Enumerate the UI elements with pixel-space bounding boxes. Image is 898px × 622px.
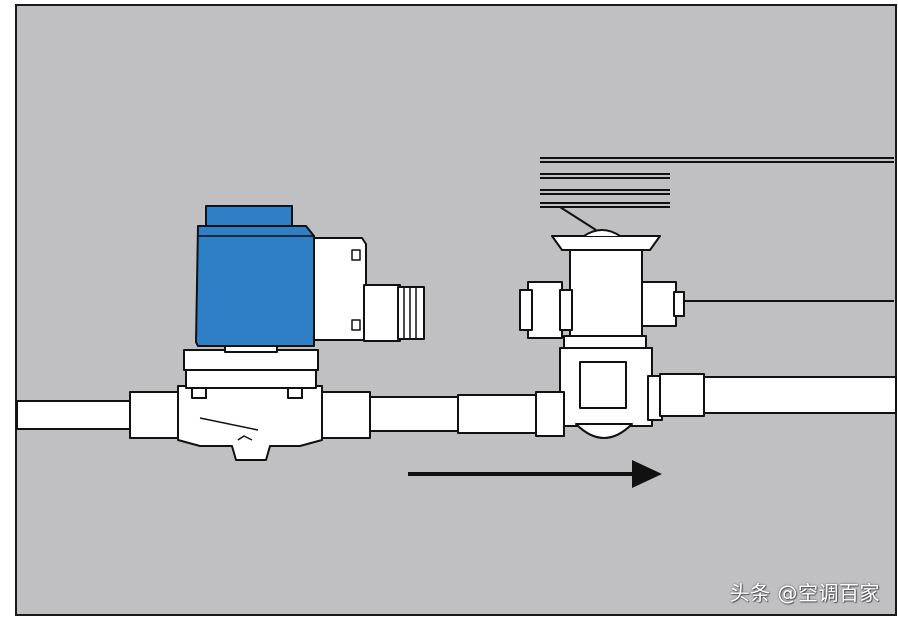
valve-body	[177, 385, 323, 461]
valve-left-fitting	[129, 391, 183, 439]
valve-window	[579, 361, 627, 409]
valve-left-coupling	[535, 391, 565, 437]
valve-upper-body	[569, 249, 643, 337]
coil-plug-cap	[397, 286, 425, 340]
capillary-tubes	[540, 157, 894, 231]
watermark-text: 头条 @空调百家	[729, 581, 880, 605]
valve-right-fitting	[317, 391, 371, 439]
valve-tab-left	[191, 387, 207, 399]
pipe-middle-coupling	[457, 394, 539, 434]
valve-inlet-cap	[519, 289, 533, 331]
valve-right-coupling	[659, 373, 705, 417]
valve-diaphragm	[551, 235, 661, 251]
valve-equalizer-neck	[673, 291, 685, 317]
flow-direction-arrow	[408, 460, 662, 488]
solenoid-coil	[195, 205, 425, 347]
pipe-right	[699, 376, 897, 414]
background-panel	[15, 4, 897, 616]
coil-plug	[363, 284, 401, 342]
coil-body	[195, 225, 315, 347]
valve-equalizer-nut	[641, 281, 677, 327]
valve-bottom-dome	[575, 423, 633, 439]
expansion-valve	[519, 157, 894, 439]
valve-inlet-neck	[559, 289, 573, 331]
pipe-middle	[364, 396, 461, 432]
valve-tab-right	[287, 387, 303, 399]
pipe-left	[16, 400, 136, 430]
valve-inlet-nut	[527, 281, 563, 339]
valve-dome	[583, 229, 621, 237]
